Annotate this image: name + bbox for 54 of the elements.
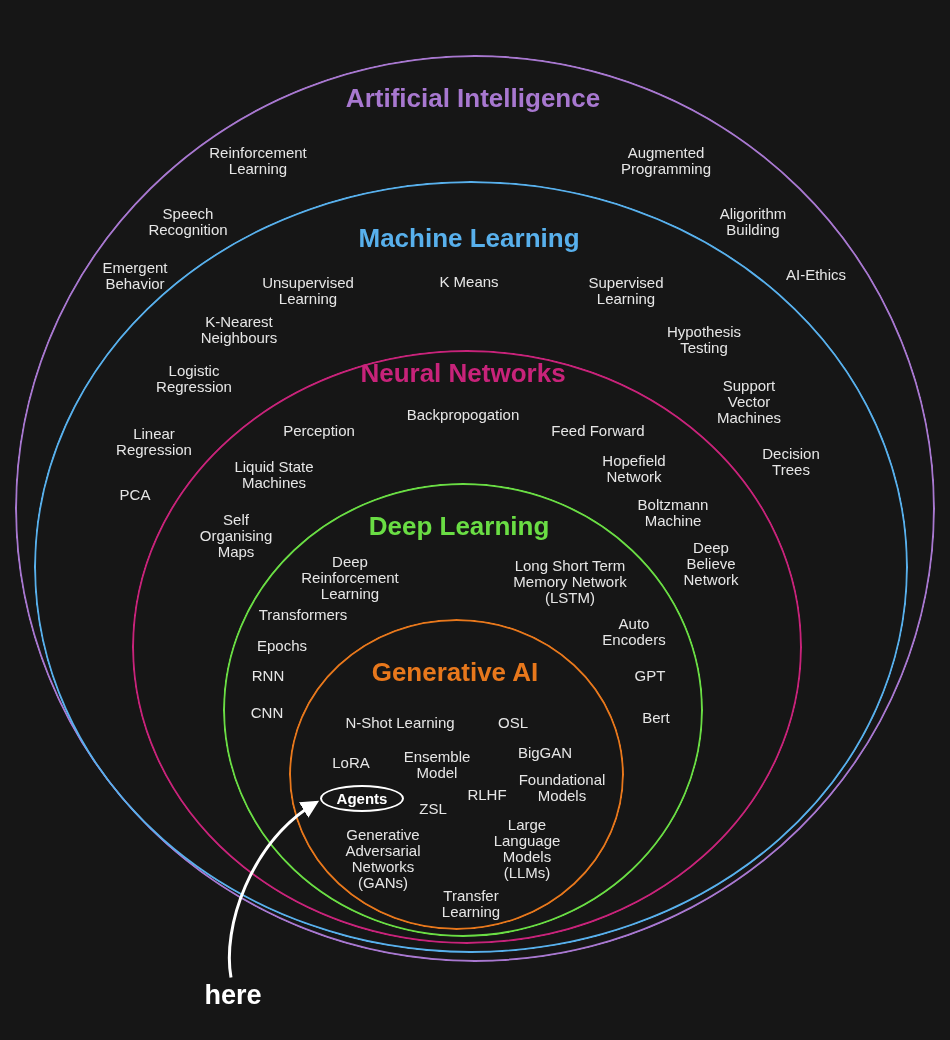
term-label: Decision Trees: [761, 446, 821, 478]
circle-heading: Deep Learning: [368, 511, 550, 541]
term-label: Linear Regression: [115, 426, 193, 458]
highlight-oval: Agents: [320, 785, 404, 812]
term-label: Hypothesis Testing: [665, 324, 743, 356]
term-label: Supervised Learning: [587, 275, 665, 307]
term-label: Perception: [283, 423, 355, 439]
term-label: CNN: [250, 705, 284, 721]
term-label: Backpropogation: [406, 407, 520, 423]
term-label: Large Language Models (LLMs): [492, 817, 562, 881]
term-label: BigGAN: [517, 745, 573, 761]
term-label: RNN: [251, 668, 285, 684]
term-label: Deep Reinforcement Learning: [300, 554, 400, 602]
term-label: N-Shot Learning: [345, 715, 455, 731]
term-label: Liquid State Machines: [233, 459, 315, 491]
term-label: Unsupervised Learning: [261, 275, 355, 307]
term-label: OSL: [498, 715, 528, 731]
term-label: AI-Ethics: [786, 267, 846, 283]
term-label: Speech Recognition: [147, 206, 229, 238]
term-label: Auto Encoders: [601, 616, 667, 648]
term-label: Generative Adversarial Networks (GANs): [344, 827, 422, 891]
term-label: Reinforcement Learning: [208, 145, 308, 177]
term-label: ZSL: [419, 801, 447, 817]
term-label: Augmented Programming: [620, 145, 712, 177]
circle-heading: Machine Learning: [358, 223, 580, 253]
term-label: K Means: [439, 274, 499, 290]
hand-drawn-arrow: [228, 800, 319, 978]
term-label: Logistic Regression: [155, 363, 233, 395]
term-label: Boltzmann Machine: [636, 497, 710, 529]
caption-text: here: [204, 979, 262, 1011]
term-label: Foundational Models: [517, 772, 607, 804]
term-label: Epochs: [257, 638, 307, 654]
term-label: Self Organising Maps: [198, 512, 274, 560]
term-label: Transfer Learning: [440, 888, 502, 920]
term-label: LoRA: [332, 755, 370, 771]
term-label: Support Vector Machines: [715, 378, 783, 426]
term-label: Long Short Term Memory Network (LSTM): [512, 558, 628, 606]
term-label: Hopefield Network: [601, 453, 667, 485]
term-label: Emergent Behavior: [101, 260, 169, 292]
term-label: K-Nearest Neighbours: [199, 314, 279, 346]
circle-heading: Neural Networks: [360, 358, 566, 388]
circle-heading: Generative AI: [371, 657, 539, 687]
circle-outline: [15, 55, 935, 962]
term-label: GPT: [634, 668, 666, 684]
term-label: Transformers: [258, 607, 348, 623]
term-label: Bert: [642, 710, 670, 726]
circle-heading: Artificial Intelligence: [345, 83, 601, 113]
term-label: Aligorithm Building: [718, 206, 788, 238]
term-label: Ensemble Model: [402, 749, 472, 781]
term-label: Feed Forward: [551, 423, 645, 439]
term-label: PCA: [119, 487, 151, 503]
circle-outline: [34, 181, 908, 953]
term-label: RLHF: [467, 787, 507, 803]
term-label: Deep Believe Network: [682, 540, 740, 588]
